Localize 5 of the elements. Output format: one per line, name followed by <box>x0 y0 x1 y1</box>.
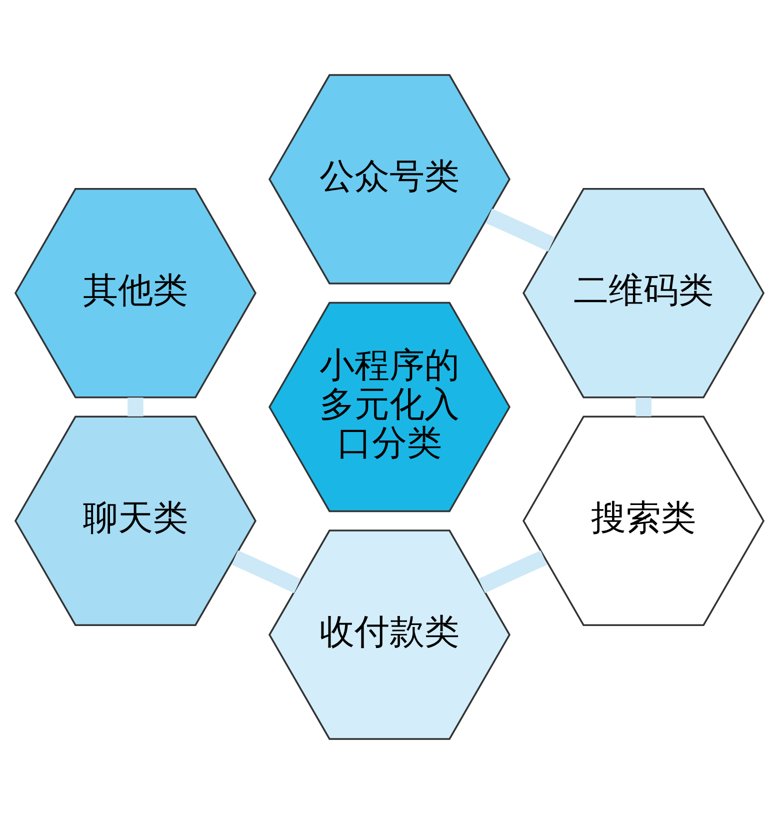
connector <box>128 398 144 416</box>
connector <box>636 398 652 416</box>
connector <box>232 550 301 594</box>
connector <box>486 208 555 252</box>
connector <box>478 550 548 594</box>
